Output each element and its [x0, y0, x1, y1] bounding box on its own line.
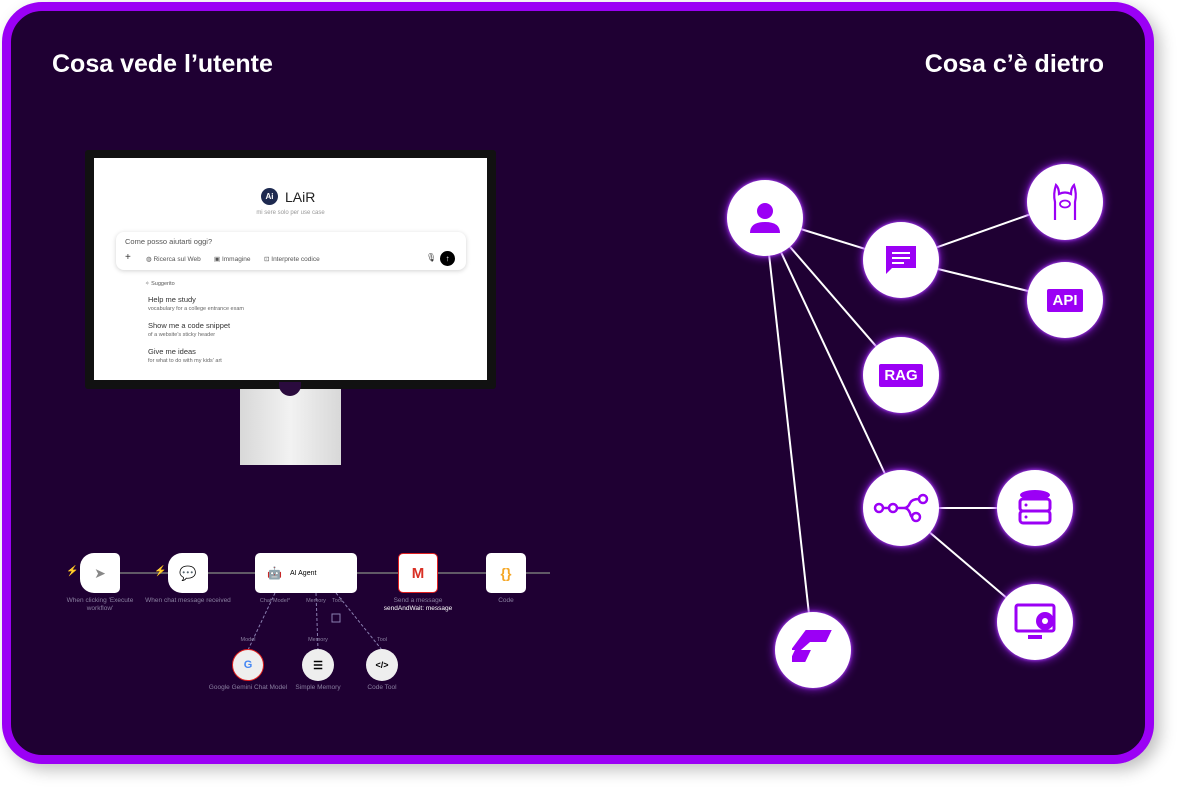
code-interpreter-button[interactable]: ⊡ Interprete codice: [264, 256, 320, 263]
monitor-disc-icon: [1014, 603, 1056, 639]
heading-behind: Cosa c’è dietro: [924, 50, 1104, 78]
voice-button[interactable]: ↑: [440, 251, 455, 266]
port-label: Memory: [308, 637, 328, 643]
suggestion-title: Show me a code snippet: [148, 321, 231, 330]
brand-node: [775, 612, 851, 688]
image-label: Immagine: [221, 256, 251, 263]
port-label: Tool: [376, 637, 388, 643]
sub-node-label: Code Tool: [367, 684, 397, 691]
api-label: API: [1047, 288, 1083, 312]
suggestion-item[interactable]: Help me study vocabulary for a college en…: [148, 295, 244, 312]
heading-user-view: Cosa vede l’utente: [52, 50, 273, 78]
workflow-node-gmail[interactable]: M: [398, 553, 438, 593]
memory-node[interactable]: ☰: [302, 649, 334, 681]
chat-input[interactable]: Come posso aiutarti oggi? + ◍ Ricerca su…: [116, 232, 466, 270]
suggestion-sub: for what to do with my kids' art: [148, 358, 222, 364]
suggested-label: ✧ Suggerito: [145, 281, 175, 287]
chat-input-placeholder: Come posso aiutarti oggi?: [125, 237, 213, 246]
suggestion-title: Give me ideas: [148, 347, 196, 356]
ai-agent-label: AI Agent: [289, 569, 317, 577]
rag-label: RAG: [879, 363, 923, 387]
workflow-node-ai-agent[interactable]: 🤖 AI Agent: [255, 553, 357, 593]
code-tool-node[interactable]: </>: [366, 649, 398, 681]
suggestion-item[interactable]: Show me a code snippet of a website's sti…: [148, 321, 230, 338]
port-label: Memory: [306, 598, 326, 604]
suggestion-title: Help me study: [148, 295, 196, 304]
node-sublabel: sendAndWait: message: [383, 605, 453, 612]
trigger-icon: ⚡: [154, 566, 167, 577]
monitor-stand: [240, 389, 341, 465]
code-interpreter-label: Interprete codice: [271, 256, 320, 263]
app-title: LAiR: [285, 189, 316, 205]
chat-app-screen: Ai LAiR mi sere solo per use case Come p…: [94, 158, 487, 380]
suggestion-item[interactable]: Give me ideas for what to do with my kids…: [148, 347, 222, 364]
logo-icon: Ai: [261, 188, 278, 205]
port-label: Model: [240, 637, 256, 643]
user-node: [727, 180, 803, 256]
workflow-node-chat-trigger[interactable]: 💬: [168, 553, 208, 593]
n8n-node: [863, 470, 939, 546]
sub-node-label: Simple Memory: [295, 684, 341, 691]
desktop-node: [997, 584, 1073, 660]
node-label: When clicking 'Execute workflow': [66, 597, 134, 612]
port-label: Chat Model*: [259, 598, 291, 604]
image-button[interactable]: ▣ Immagine: [214, 256, 251, 263]
monitor-knob: [279, 382, 301, 396]
suggestion-sub: vocabulary for a college entrance exam: [148, 306, 244, 312]
suggestion-sub: of a website's sticky header: [148, 332, 216, 338]
app-subtitle: mi sere solo per use case: [256, 210, 325, 216]
user-icon: [750, 203, 780, 233]
sub-node-label: Google Gemini Chat Model: [208, 684, 288, 691]
node-label: When chat message received: [145, 597, 231, 604]
node-label: Send a message: [393, 597, 443, 604]
api-node: API: [1027, 262, 1103, 338]
monitor: Ai LAiR mi sere solo per use case Come p…: [85, 150, 496, 389]
brand-logo-icon: [792, 630, 832, 662]
mic-icon[interactable]: 🎙: [426, 253, 437, 262]
workflow-node-manual-trigger[interactable]: ➤: [80, 553, 120, 593]
suggested-text: Suggerito: [151, 281, 175, 287]
workflow-node-code[interactable]: {}: [486, 553, 526, 593]
gemini-node[interactable]: G: [232, 649, 264, 681]
trigger-icon: ⚡: [66, 566, 79, 577]
chat-message-icon: [886, 246, 916, 274]
port-label: Tool: [331, 598, 343, 604]
node-label: Code: [498, 597, 514, 604]
web-search-label: Ricerca sul Web: [153, 256, 201, 263]
web-search-button[interactable]: ◍ Ricerca sul Web: [146, 256, 201, 263]
rag-node: RAG: [863, 337, 939, 413]
llama-icon: [1053, 182, 1077, 220]
add-tool-button: [331, 613, 341, 623]
database-icon: [1018, 490, 1052, 525]
llama-node: [1027, 164, 1103, 240]
chat-node: [863, 222, 939, 298]
n8n-icon: [873, 493, 929, 523]
database-node: [997, 470, 1073, 546]
plus-icon[interactable]: +: [125, 252, 131, 263]
robot-icon: 🤖: [267, 566, 282, 580]
